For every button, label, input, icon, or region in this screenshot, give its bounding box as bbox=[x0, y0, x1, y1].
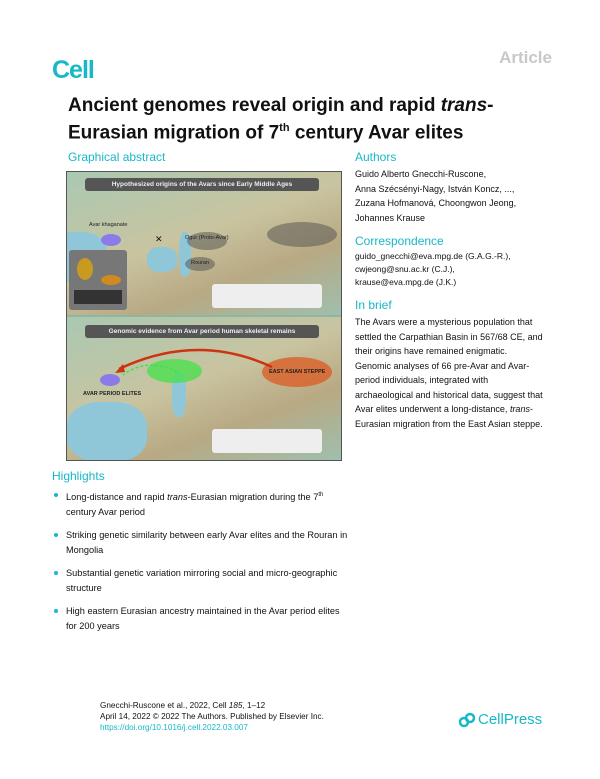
highlight-item: Long-distance and rapid trans-Eurasian m… bbox=[52, 488, 352, 519]
graphical-abstract-heading: Graphical abstract bbox=[68, 150, 166, 164]
map-label: AVAR PERIOD ELITES bbox=[83, 391, 142, 397]
cellpress-link-icon bbox=[459, 712, 475, 727]
highlight-item: Striking genetic similarity between earl… bbox=[52, 528, 352, 557]
in-brief-heading: In brief bbox=[355, 298, 392, 312]
paper-title: Ancient genomes reveal origin and rapid … bbox=[68, 95, 494, 144]
map-legend bbox=[212, 284, 322, 308]
map-panel-hypothesis: Hypothesized origins of the Avars since … bbox=[67, 172, 341, 315]
highlight-item: Substantial genetic variation mirroring … bbox=[52, 566, 352, 595]
cell-logo: Cell bbox=[52, 56, 95, 84]
map-label: Ogur (Proto-Avar) bbox=[185, 235, 229, 241]
email-link[interactable]: krause@eva.mpg.de (J.K.) bbox=[355, 277, 457, 287]
map-panel-genomic: Genomic evidence from Avar period human … bbox=[67, 317, 341, 460]
email-link[interactable]: guido_gnecchi@eva.mpg.de (G.A.G.-R.), bbox=[355, 251, 511, 261]
panel-banner: Hypothesized origins of the Avars since … bbox=[85, 178, 319, 191]
doi-link[interactable]: https://doi.org/10.1016/j.cell.2022.03.0… bbox=[100, 723, 248, 732]
highlight-item: High eastern Eurasian ancestry maintaine… bbox=[52, 604, 352, 633]
author-line: Anna Szécsényi-Nagy, István Koncz, ..., bbox=[355, 183, 515, 194]
author-line: Guido Alberto Gnecchi-Ruscone, bbox=[355, 169, 487, 179]
migration-arrow-green bbox=[122, 364, 178, 376]
sidebar-info: Authors Guido Alberto Gnecchi-Ruscone, A… bbox=[355, 150, 555, 431]
author-line: Johannes Krause bbox=[355, 212, 426, 223]
article-type: Article bbox=[499, 48, 552, 67]
cellpress-logo: CellPress bbox=[459, 711, 542, 728]
cross-marker-icon: ✕ bbox=[155, 234, 163, 244]
authors-heading: Authors bbox=[355, 150, 397, 164]
map-label: EAST ASIAN STEPPE bbox=[269, 369, 326, 375]
migration-arrow-red bbox=[118, 348, 273, 371]
highlights-heading: Highlights bbox=[52, 469, 105, 483]
authors-list: Guido Alberto Gnecchi-Ruscone, Anna Széc… bbox=[355, 167, 555, 225]
artifact-photos bbox=[69, 250, 127, 310]
map-label: Rouran bbox=[191, 260, 210, 266]
arrowhead bbox=[115, 364, 125, 373]
highlights-section: Highlights Long-distance and rapid trans… bbox=[52, 469, 352, 633]
in-brief-text: The Avars were a mysterious population t… bbox=[355, 317, 543, 429]
graphical-abstract-figure: Hypothesized origins of the Avars since … bbox=[66, 171, 342, 461]
copyright-line: April 14, 2022 © 2022 The Authors. Publi… bbox=[100, 712, 324, 721]
citation: Gnecchi-Ruscone et al., 2022, Cell 185, … bbox=[100, 701, 324, 732]
map-label: Avar khaganate bbox=[89, 222, 128, 228]
email-link[interactable]: cwjeong@snu.ac.kr (C.J.), bbox=[355, 264, 455, 274]
migration-arrows bbox=[115, 348, 273, 376]
panel-banner: Genomic evidence from Avar period human … bbox=[85, 325, 319, 338]
author-line: Zuzana Hofmanová, Choongwon Jeong, bbox=[355, 198, 517, 208]
correspondence-heading: Correspondence bbox=[355, 234, 444, 248]
map-legend bbox=[212, 429, 322, 453]
